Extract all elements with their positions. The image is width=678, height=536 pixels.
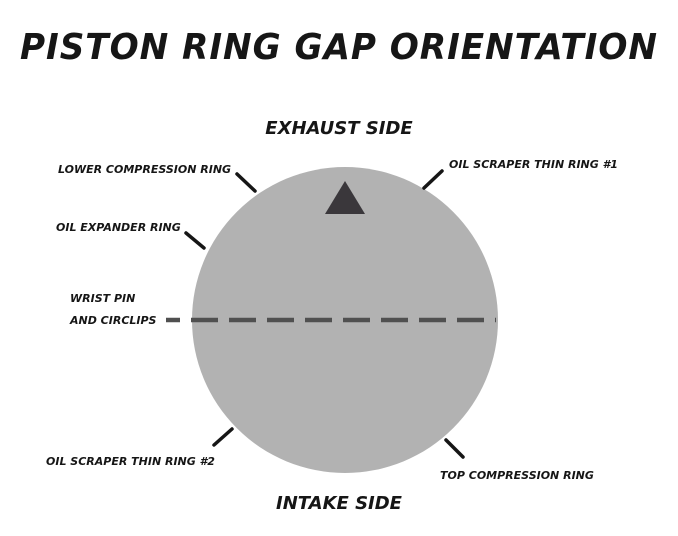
oil-scraper-2-pointer — [212, 427, 234, 447]
page-title: PISTON RING GAP ORIENTATION — [20, 27, 658, 68]
lower-compression-pointer — [235, 172, 257, 193]
intake-side-label: INTAKE SIDE — [276, 493, 402, 514]
triangle-up-icon — [325, 181, 365, 214]
top-compression-ring-label: TOP COMPRESSION RING — [440, 469, 594, 482]
wrist-pin-label-line1: WRIST PIN — [70, 292, 136, 305]
wrist-pin-label-line2: AND CIRCLIPS — [70, 314, 157, 327]
top-compression-pointer — [444, 438, 465, 459]
oil-scraper-ring-1-label: OIL SCRAPER THIN RING #1 — [449, 158, 618, 171]
oil-expander-ring-label: OIL EXPANDER RING — [56, 221, 181, 234]
oil-expander-pointer — [184, 231, 206, 250]
exhaust-side-label: EXHAUST SIDE — [265, 118, 413, 139]
oil-scraper-1-pointer — [422, 169, 444, 190]
lower-compression-ring-label: LOWER COMPRESSION RING — [58, 163, 232, 176]
oil-scraper-ring-2-label: OIL SCRAPER THIN RING #2 — [46, 455, 215, 468]
